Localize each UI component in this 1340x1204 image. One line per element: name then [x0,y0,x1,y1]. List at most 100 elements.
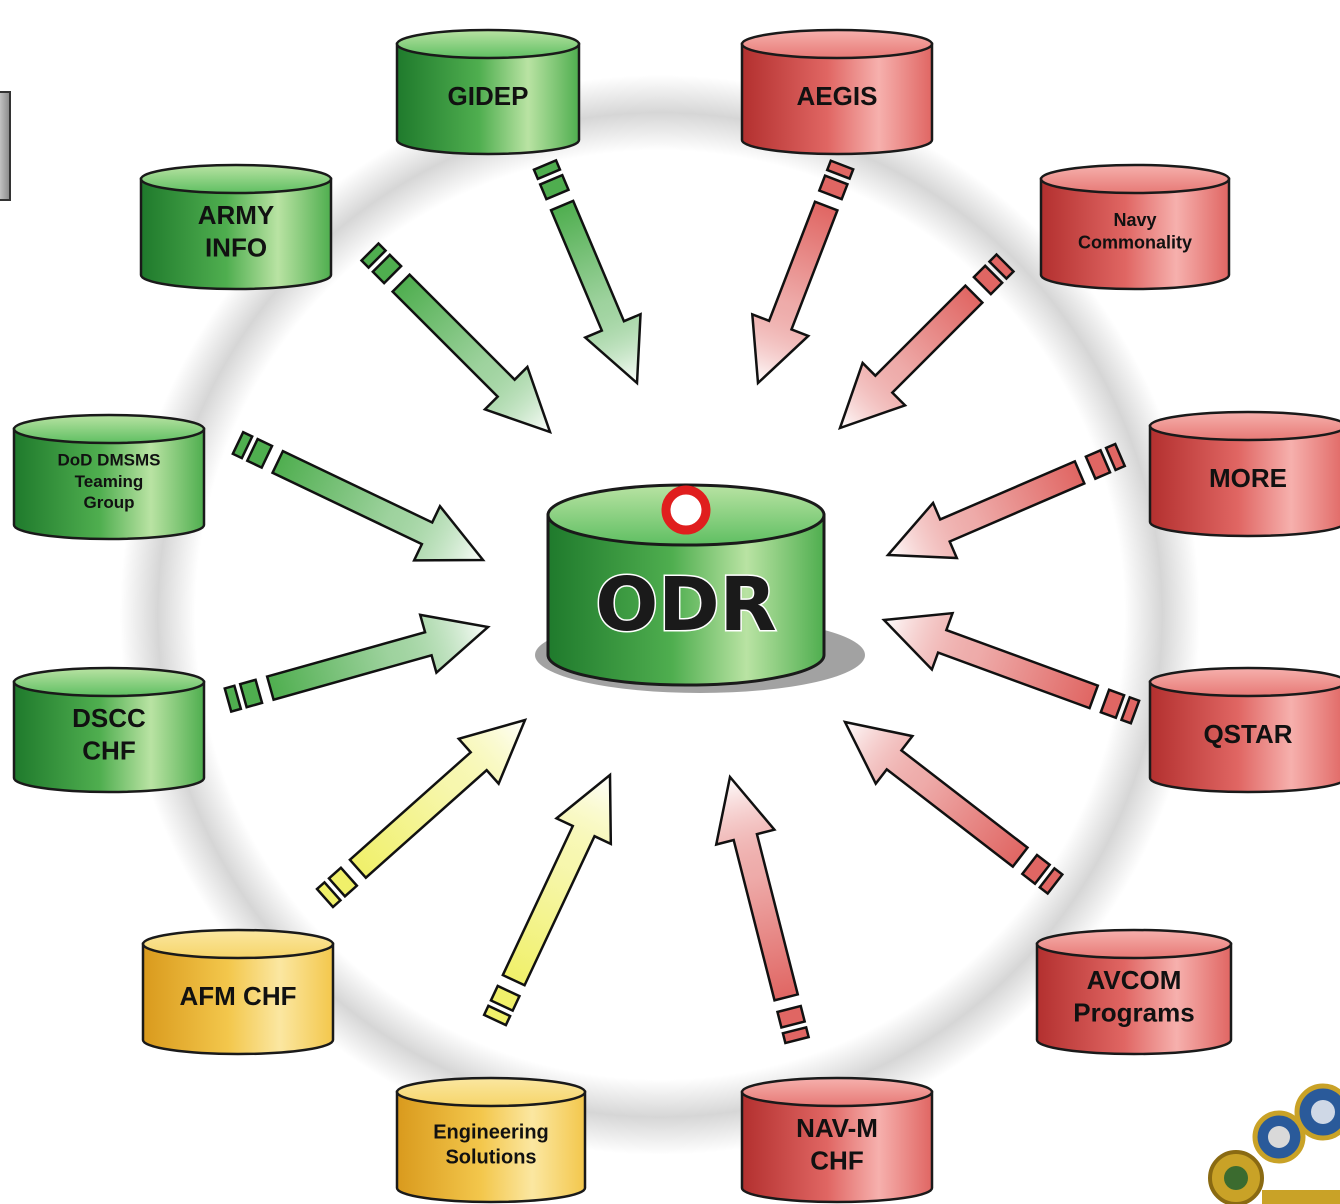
database-label: QSTAR [1203,719,1292,749]
arrow-dash [987,252,1016,281]
arrow-body [837,283,985,431]
cylinder-top [1148,410,1340,442]
arrow-dash [817,173,850,201]
arrow-dash [1037,866,1065,896]
arrow-body [750,200,839,386]
cylinder-top [141,928,335,960]
arrow-dash [532,158,562,181]
database-label: DSCC [72,703,146,733]
cylinder-top [1148,666,1340,698]
arrow-body [549,199,642,386]
dod-seals-logo [1208,1083,1340,1204]
database-gidep: GIDEP [395,28,581,156]
arrow-dash [1020,853,1052,886]
database-label: Commonality [1078,233,1192,253]
database-label: DoD DMSMS [58,451,161,470]
cylinder-top [12,413,206,445]
arrow-dash [1084,448,1112,481]
database-label: Solutions [445,1147,536,1169]
database-label: MORE [1209,463,1287,493]
cylinder-body [1148,680,1340,794]
cylinder-top [1035,928,1233,960]
arrow-more [885,442,1127,560]
database-label: AEGIS [797,81,878,111]
arrow-avcom-programs [842,720,1065,896]
arrow-body [885,459,1086,560]
database-aegis: AEGIS [740,28,934,156]
database-label: NAV-M [796,1113,878,1143]
cylinder-top [395,28,581,60]
arrow-body [842,720,1030,869]
arrow-dash [231,430,254,460]
cylinder-top [395,1076,587,1108]
arrow-dash [775,1004,807,1029]
database-label: Group [84,493,135,512]
database-label: INFO [205,232,267,262]
arrow-dash [781,1025,811,1045]
arrow-dash [223,684,243,714]
database-label: CHF [810,1145,863,1175]
cylinder-body [1039,177,1231,291]
database-label: ARMY [198,200,275,230]
cylinder-top [12,666,206,698]
database-label: GIDEP [448,81,529,111]
cylinder-body [1035,942,1233,1056]
arrow-dash [238,678,264,709]
arrow-body [270,449,486,562]
arrow-qstar [881,611,1141,725]
arrow-dash [1119,695,1141,725]
arrow-gidep [532,158,642,386]
arrow-dash [1099,688,1126,720]
cylinder-body [740,42,934,156]
cylinder-top [139,163,333,195]
arrow-afm-chf [315,718,528,909]
database-label: Programs [1073,997,1194,1027]
arrow-body [348,718,528,880]
arrow-body [390,272,553,435]
cylinder-body [395,1090,587,1204]
arrow-dash [245,437,274,470]
cylinder-top [740,28,934,60]
offscreen-database-cylinder [0,91,11,201]
arrow-aegis [750,159,855,386]
cylinder-body [12,427,206,541]
odr-marker-ring [661,485,711,535]
arrow-dash [359,241,388,270]
arrows-layer [223,158,1141,1045]
cylinder-body [1148,424,1340,538]
arrow-body [881,611,1100,710]
cylinder-body [12,680,206,794]
odr-database: ODR [535,483,865,693]
database-label: Engineering [433,1122,549,1144]
cylinder-top [740,1076,934,1108]
database-more: MORE [1148,410,1340,538]
cylinder-body [141,942,335,1056]
cylinder-body [395,42,581,156]
odr-label: ODR [595,562,776,648]
arrow-dash [538,173,571,201]
arrow-dscc-chf [223,613,491,714]
arrow-engineering-solutions [482,772,613,1027]
arrow-dash [327,865,359,899]
database-label: CHF [82,735,135,765]
arrow-body [265,613,491,702]
arrow-body [501,772,613,987]
arrow-nav-m-chf [714,774,811,1045]
database-label: AFM CHF [180,981,297,1011]
database-afm-chf: AFM CHF [141,928,335,1056]
database-label: Teaming [75,472,144,491]
arrow-dash [371,253,403,285]
arrow-dash [1104,442,1127,472]
cylinder-body [740,1090,934,1204]
arrow-dash [972,264,1004,296]
arrow-dash [482,1004,512,1027]
database-label: AVCOM [1087,965,1182,995]
arrow-dash [825,159,855,181]
